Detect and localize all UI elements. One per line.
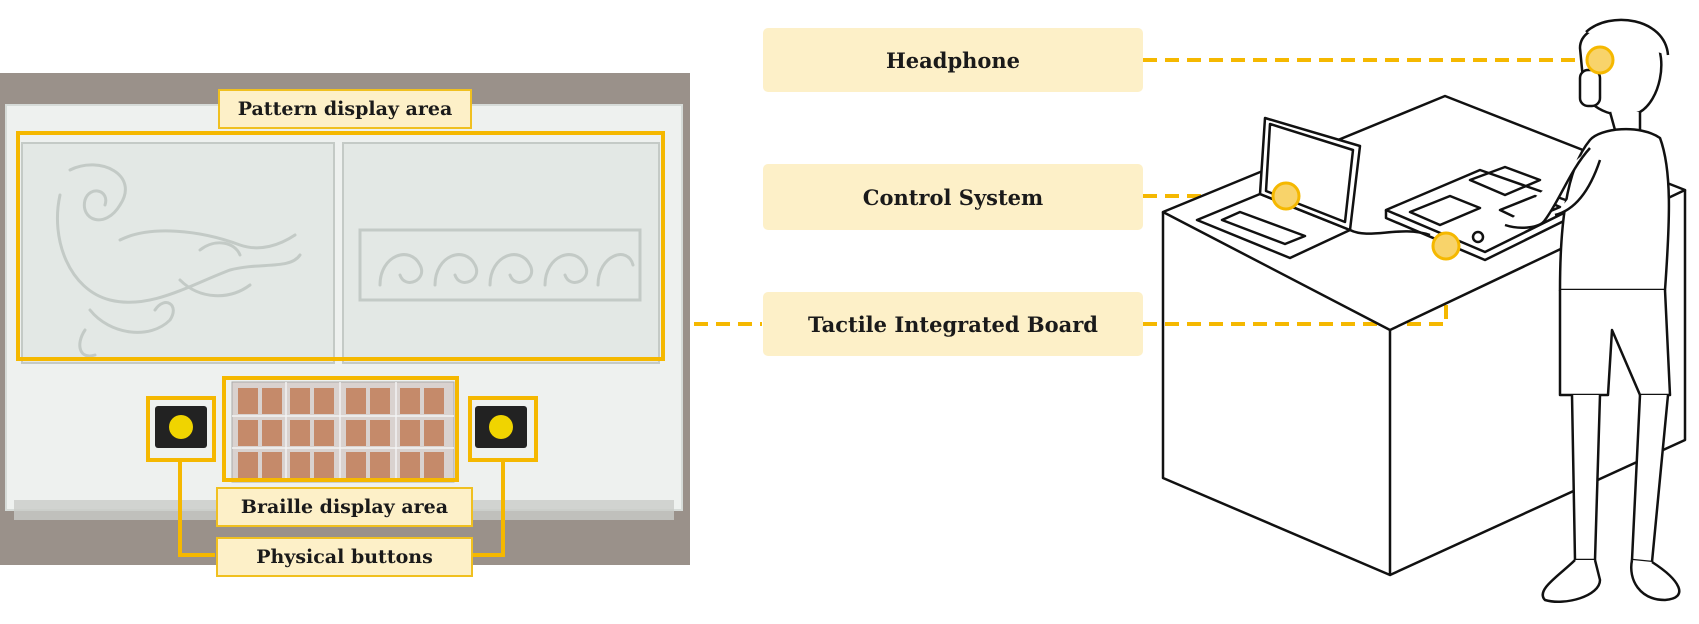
tactile-integrated-board-label: Tactile Integrated Board xyxy=(763,292,1143,356)
pattern-area-frame xyxy=(16,131,665,361)
physical-buttons-label: Physical buttons xyxy=(216,537,473,577)
cabinet-front xyxy=(1161,212,1392,577)
visitor-figure xyxy=(1504,18,1681,603)
pattern-display-area-label: Pattern display area xyxy=(218,89,472,129)
installation-drawing xyxy=(1161,18,1687,603)
device-photo xyxy=(0,73,690,565)
button-connector-right xyxy=(470,460,505,557)
pattern-panel-left xyxy=(21,142,335,364)
control-system-label: Control System xyxy=(763,164,1143,230)
physical-button-right xyxy=(475,406,527,448)
headphone-cup-drawing xyxy=(1578,68,1602,108)
control-system-anchor xyxy=(1271,181,1301,211)
braille-display-area-label: Braille display area xyxy=(216,487,473,527)
pattern-panel-right xyxy=(342,142,660,364)
braille-grid xyxy=(231,381,455,483)
embossed-bird-pattern xyxy=(55,163,302,358)
embossed-scroll-pattern xyxy=(358,228,642,302)
physical-button-left xyxy=(155,406,207,448)
tactile-board-anchor xyxy=(1431,231,1461,261)
cabinet-side xyxy=(1389,190,1687,577)
headphone-anchor xyxy=(1585,45,1615,75)
braille-area-frame xyxy=(222,376,459,482)
button-connector-left xyxy=(178,460,215,557)
headphone-label: Headphone xyxy=(763,28,1143,92)
